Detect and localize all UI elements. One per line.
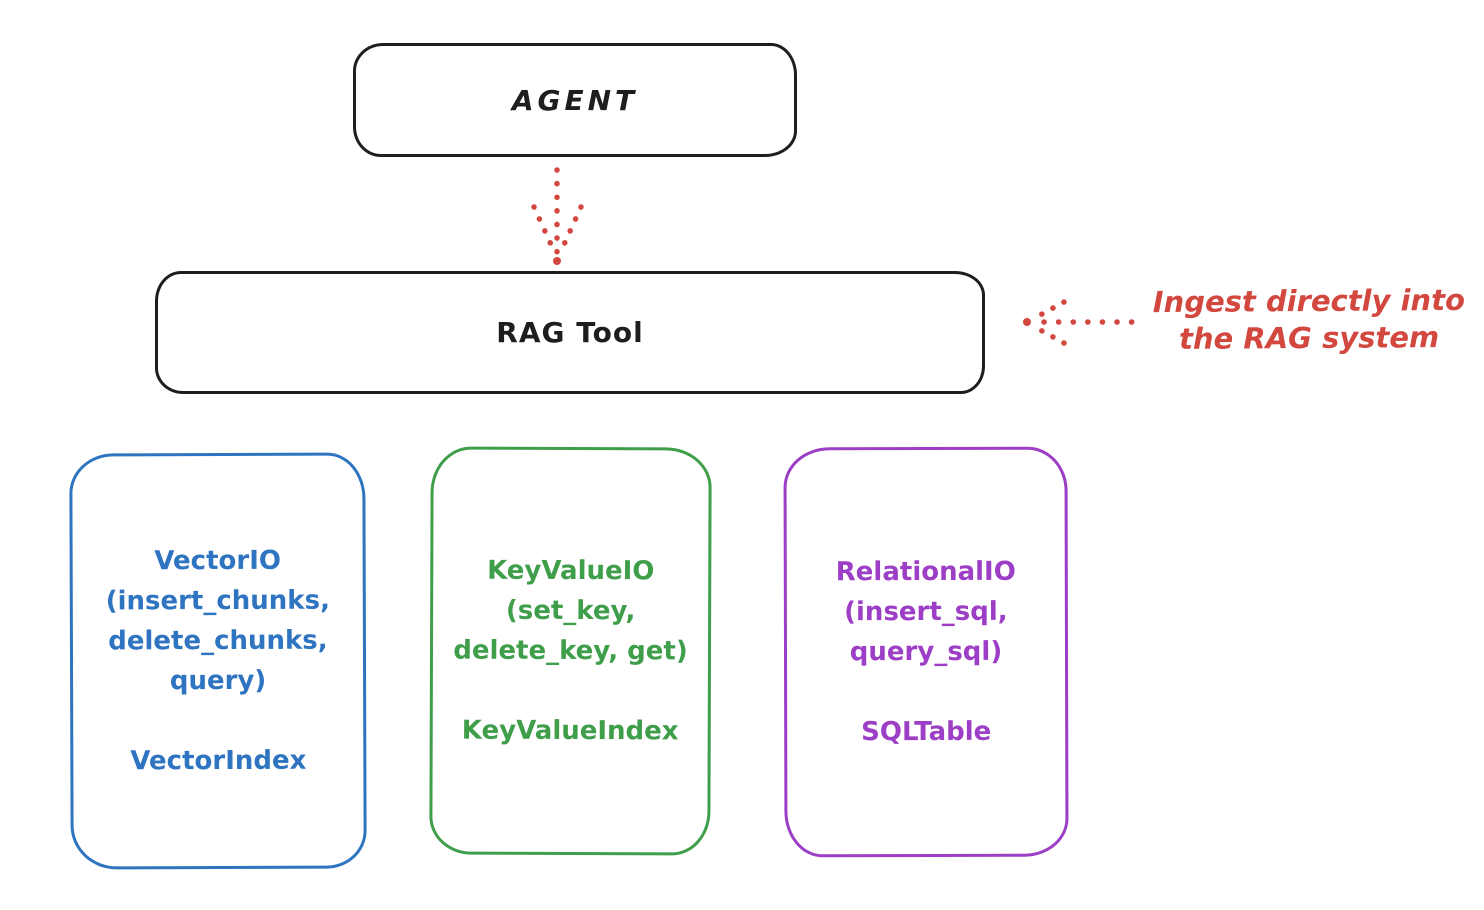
store-text-line: query_sql) (849, 636, 1003, 668)
agent-node: AGENT (353, 43, 797, 157)
store-text-line: KeyValueIO (487, 555, 655, 587)
rag-tool-label: RAG Tool (496, 316, 644, 349)
store-text-line: (insert_chunks, (105, 585, 330, 617)
store-index-label: VectorIndex (130, 745, 307, 777)
store-text-line: delete_key, get) (453, 635, 688, 667)
store-text-line: (set_key, (505, 595, 636, 627)
vector-io-node: VectorIO (insert_chunks, delete_chunks, … (69, 452, 367, 870)
store-index-label: KeyValueIndex (461, 715, 679, 747)
store-text-line: VectorIO (154, 545, 282, 577)
store-text-line: RelationalIO (835, 556, 1016, 588)
store-text-line: query) (169, 665, 267, 697)
ingest-annotation-text: Ingest directly into the RAG system (1135, 282, 1484, 358)
store-text-line: delete_chunks, (108, 625, 328, 657)
agent-to-rag-arrow (531, 167, 584, 265)
store-index-label: SQLTable (861, 716, 992, 748)
annotation-line: Ingest directly into (1152, 282, 1466, 320)
rag-tool-node: RAG Tool (155, 271, 985, 394)
annotation-line: the RAG system (1178, 320, 1440, 356)
store-text-line: (insert_sql, (844, 596, 1008, 628)
ingest-annotation-arrow (1023, 299, 1135, 346)
keyvalue-io-node: KeyValueIO (set_key, delete_key, get) Ke… (429, 446, 712, 856)
agent-label: AGENT (511, 83, 639, 117)
relational-io-node: RelationalIO (insert_sql, query_sql) SQL… (783, 446, 1069, 858)
